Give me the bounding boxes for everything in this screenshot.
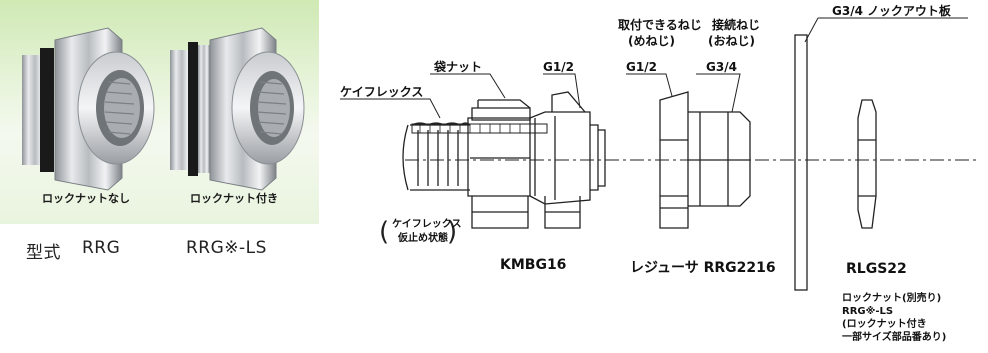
label-keiflex: ケイフレックス — [340, 85, 424, 99]
label-g34: G3/4 — [706, 60, 737, 74]
kmbg16-body — [467, 91, 606, 229]
model-rrg-ls: RRG※-LS — [186, 238, 267, 258]
paren-right: ) — [447, 217, 457, 247]
label-g12-a: G1/2 — [543, 60, 574, 74]
label-keiflex-state-1: ケイフレックス — [392, 219, 462, 230]
label-fukuro-nut: 袋ナット — [434, 60, 483, 74]
model-prefix: 型式 — [26, 243, 61, 263]
label-knockout: G3/4 ノックアウト板 — [832, 4, 951, 18]
label-reducer: レジューサ RRG2216 — [630, 260, 776, 276]
reducer-rrg2216 — [659, 91, 751, 229]
product-photo-panel: ロックナットなし ロックナット付き — [0, 0, 319, 224]
fitting-without-locknut — [22, 27, 155, 191]
label-locknut-4: 一部サイズ部品番あり) — [842, 332, 947, 343]
locknut-rlgs22 — [857, 99, 877, 229]
label-kmbg16: KMBG16 — [500, 257, 567, 273]
caption-without-locknut: ロックナットなし — [42, 192, 130, 205]
fitting-with-locknut — [170, 27, 305, 191]
label-g12-b: G1/2 — [626, 60, 657, 74]
caption-with-locknut: ロックナット付き — [190, 192, 278, 205]
label-thread-female-1: 取付できるねじ — [618, 18, 702, 32]
paren-left: ( — [379, 217, 389, 247]
knockout-plate — [794, 34, 808, 291]
label-locknut-3: (ロックナット付き — [842, 319, 927, 330]
label-thread-female-2: (めねじ) — [628, 34, 675, 48]
fitting-photos — [22, 27, 305, 191]
label-locknut-2: RRG※-LS — [842, 306, 894, 317]
label-locknut-1: ロックナット(別売り) — [842, 293, 942, 304]
model-rrg: RRG — [82, 238, 121, 258]
label-keiflex-state-2: 仮止め状態 — [398, 233, 448, 244]
label-thread-male-2: (おねじ) — [708, 34, 755, 48]
keiflex-conduit — [402, 122, 548, 191]
label-rlgs22: RLGS22 — [846, 261, 907, 277]
leader-lines — [340, 17, 968, 119]
label-thread-male-1: 接続ねじ — [712, 18, 761, 32]
